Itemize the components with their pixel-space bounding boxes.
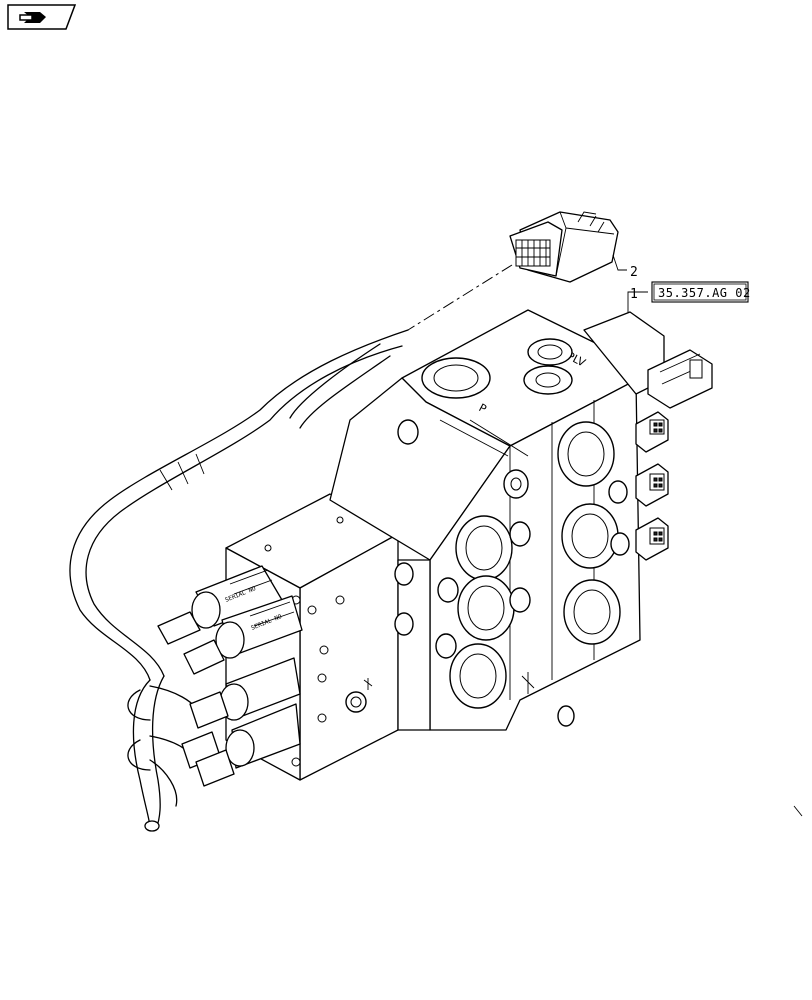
solenoid-coil-1[interactable] xyxy=(191,565,283,629)
corner-tick xyxy=(793,805,803,817)
solenoid-coil-3[interactable] xyxy=(219,657,301,721)
callout-number-1: 1 xyxy=(630,287,638,302)
port-direction-mark xyxy=(363,678,373,690)
work-port-2b[interactable] xyxy=(561,503,619,569)
solenoid-plug-5[interactable] xyxy=(195,749,235,787)
callout-leader-1 xyxy=(627,291,648,318)
solenoid-coil-4[interactable] xyxy=(225,703,301,769)
pressure-port[interactable] xyxy=(421,357,491,399)
valve-main-connector[interactable] xyxy=(647,349,713,409)
work-port-1b[interactable] xyxy=(457,575,515,641)
work-port-1a[interactable] xyxy=(455,515,513,581)
solenoid-coil-2[interactable] xyxy=(215,595,303,659)
next-page-arrow-icon xyxy=(19,12,46,23)
solenoid-plug-3[interactable] xyxy=(189,691,229,729)
solenoid-plug-2[interactable] xyxy=(183,639,225,675)
next-page-button[interactable] xyxy=(6,4,76,30)
top-port-a[interactable] xyxy=(527,338,573,366)
connector-pin-grid xyxy=(515,239,551,267)
top-port-b[interactable] xyxy=(523,365,573,395)
work-port-2c[interactable] xyxy=(563,579,621,645)
connector-part[interactable] xyxy=(509,211,619,283)
reference-code: 35.357.AG 02 xyxy=(658,286,751,300)
cable-harness xyxy=(69,329,409,832)
solenoid-plug-1[interactable] xyxy=(157,611,201,645)
valve-plugs xyxy=(394,419,630,727)
valve-connector-1[interactable] xyxy=(635,411,669,453)
valve-connector-2[interactable] xyxy=(635,463,669,507)
valve-connector-3[interactable] xyxy=(635,517,669,561)
callout-number-2: 2 xyxy=(630,265,638,280)
assembly-leader-line xyxy=(407,264,513,331)
reference-link-box[interactable]: 35.357.AG 02 xyxy=(651,281,751,303)
work-port-1c[interactable] xyxy=(449,643,507,709)
callout-leader-2 xyxy=(612,254,627,271)
work-port-2a[interactable] xyxy=(557,421,615,487)
